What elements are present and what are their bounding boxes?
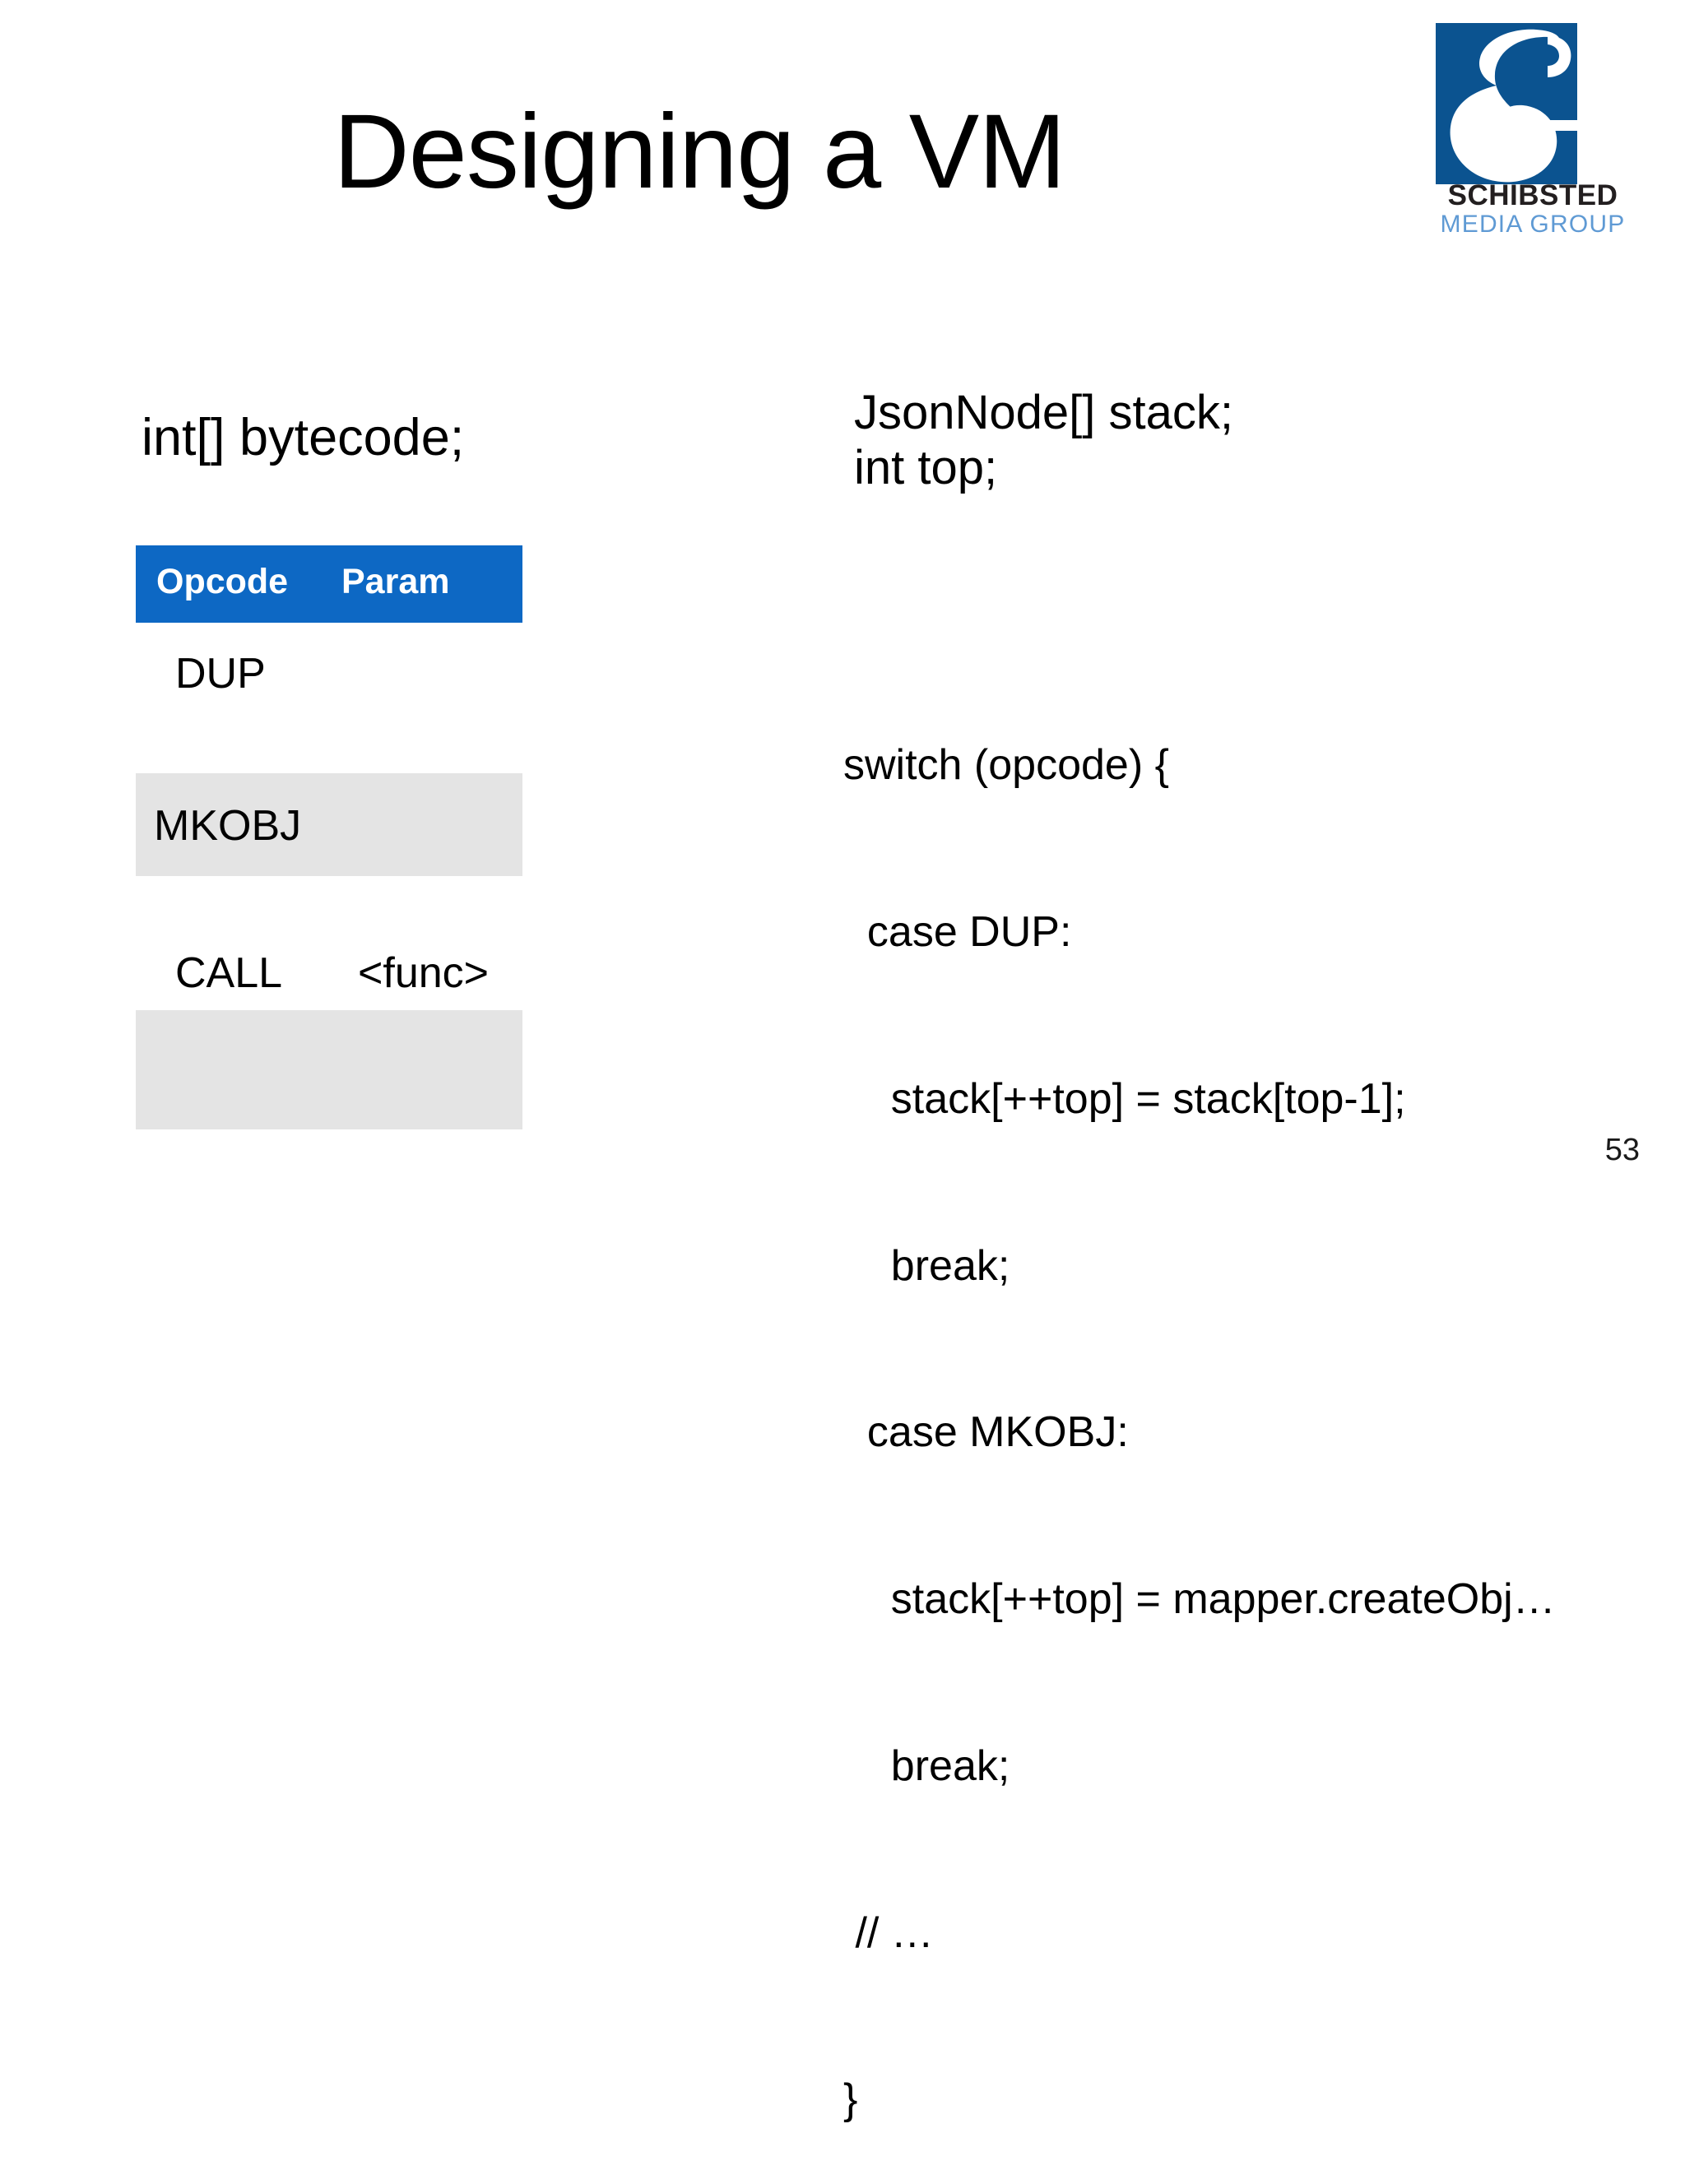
code-line: case DUP: [843,907,1072,956]
code-line: switch (opcode) { [843,741,1169,790]
declaration-line: JsonNode[] stack; [854,386,1233,439]
schibsted-logo: SCHIBSTED MEDIA GROUP [1436,23,1629,237]
declaration-line: int top; [854,441,998,495]
code-line: stack[++top] = stack[top-1]; [843,1074,1406,1123]
switch-code-block: switch (opcode) { case DUP: stack[++top]… [843,627,1556,2184]
table-row [136,1010,522,1129]
cell-opcode: MKOBJ [154,802,302,850]
code-line: } [843,2075,858,2124]
code-line: // … [843,1908,934,1957]
stack-declaration: JsonNode[] stack; int top; [854,385,1233,496]
table-row: MKOBJ [136,773,522,876]
column-header-param: Param [341,562,450,601]
cell-param: <func> [358,949,490,997]
logo-submark: MEDIA GROUP [1440,211,1626,238]
page-number: 53 [1604,1133,1640,1167]
code-line: break; [843,1741,1010,1790]
schibsted-s-mark [1436,23,1596,184]
cell-opcode: CALL [175,949,283,997]
logo-wordmark: SCHIBSTED [1447,179,1618,211]
page-title: Designing a VM [333,93,1066,211]
table-row: CALL <func> [136,876,522,1010]
column-header-opcode: Opcode [156,562,289,601]
bytecode-declaration: int[] bytecode; [142,409,465,466]
code-line: case MKOBJ: [843,1408,1129,1457]
table-header-row: Opcode Param [136,545,522,623]
code-line: break; [843,1241,1010,1290]
cell-opcode: DUP [175,650,266,698]
code-line: stack[++top] = mapper.createObj… [843,1575,1556,1624]
table-row: DUP [136,623,522,773]
opcode-table: Opcode Param DUP MKOBJ CALL <func> [136,545,522,1129]
